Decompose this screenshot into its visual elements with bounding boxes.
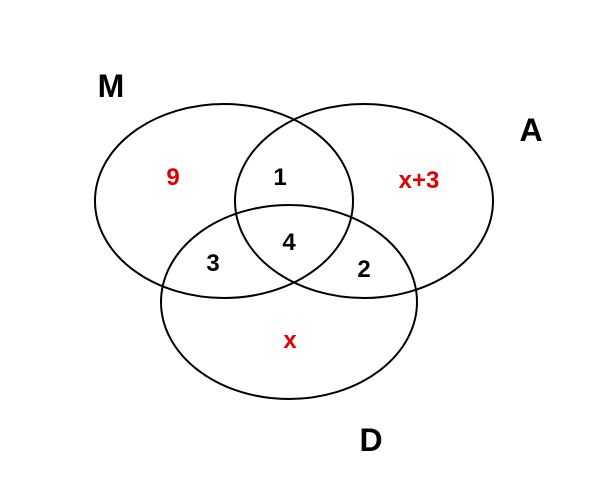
set-m-label: M	[98, 68, 125, 104]
set-d-circle	[160, 204, 418, 400]
region-m-and-d-value: 3	[206, 250, 219, 277]
set-a-circle	[234, 103, 494, 299]
set-m-circle	[94, 103, 354, 299]
region-m-a-and-d-value: 4	[282, 229, 296, 256]
region-m-only-value: 9	[166, 164, 179, 191]
region-a-and-d-value: 2	[357, 256, 370, 283]
region-a-only-value: x+3	[399, 167, 440, 194]
set-a-label: A	[519, 112, 542, 148]
set-d-label: D	[359, 422, 382, 458]
region-d-only-value: x	[283, 327, 297, 354]
region-m-and-a-value: 1	[273, 164, 286, 191]
